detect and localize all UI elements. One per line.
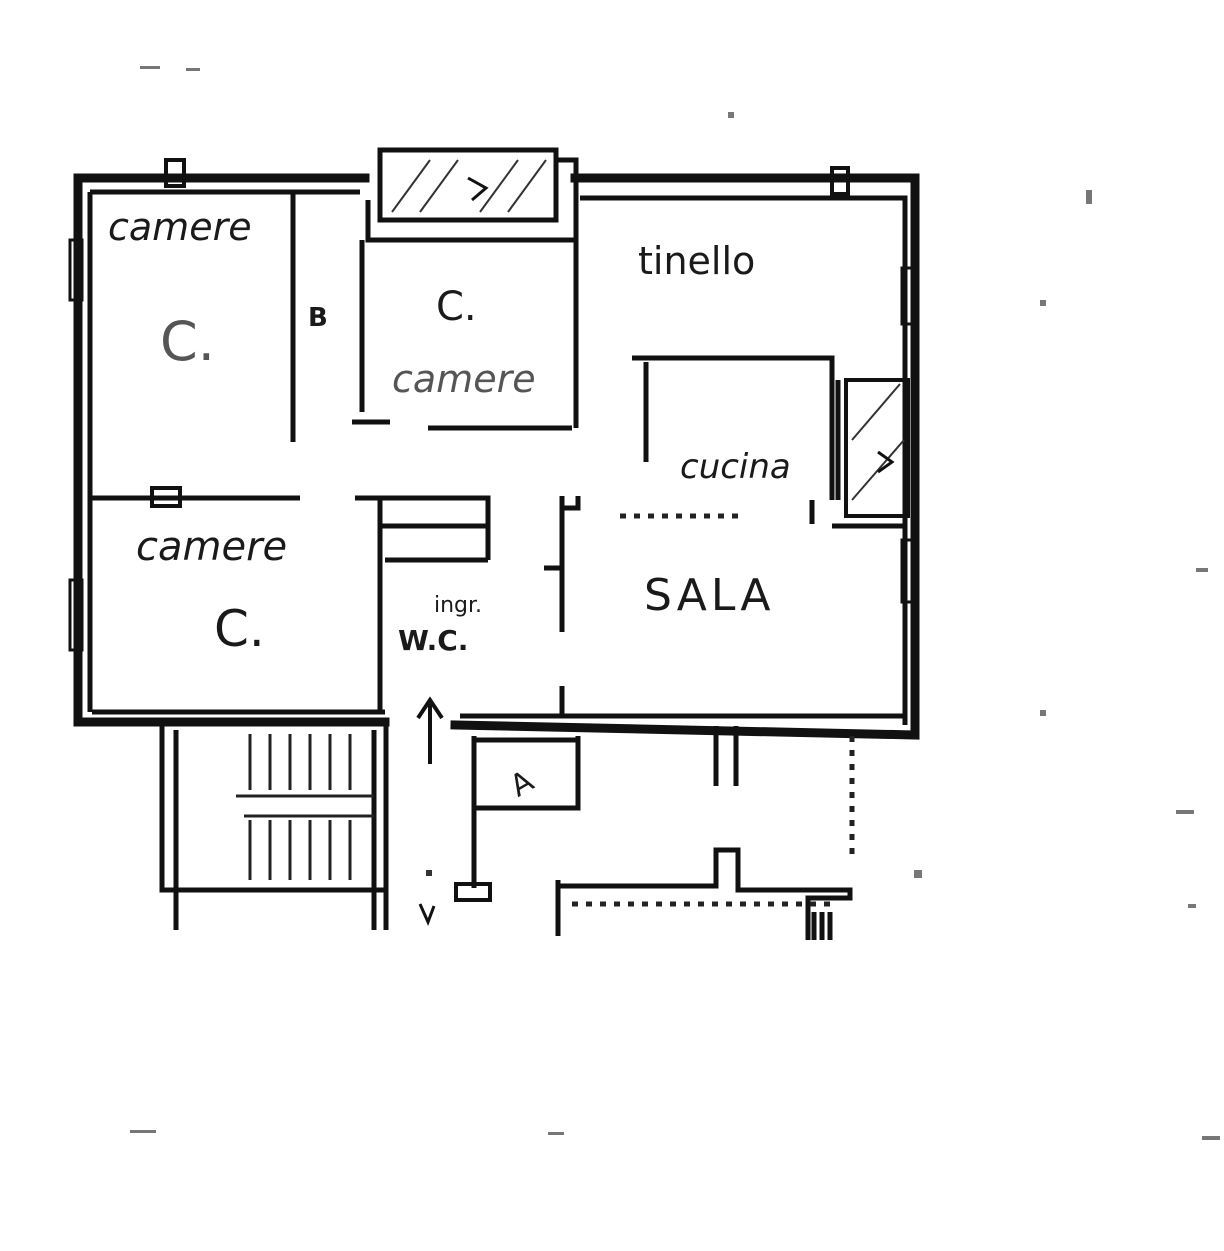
interior-walls	[92, 192, 905, 716]
staircase	[159, 722, 389, 930]
label-c-bottom-left: C.	[214, 600, 265, 658]
windows	[68, 158, 918, 652]
label-bath: B	[308, 303, 328, 333]
label-bedroom-top-mid: camere	[392, 357, 536, 401]
label-c-top-mid: C.	[436, 284, 477, 330]
balcony-top	[365, 147, 579, 243]
label-tinello: tinello	[638, 239, 755, 283]
label-entrance: ingr.	[434, 593, 482, 618]
landing	[454, 726, 855, 940]
scan-noise	[130, 66, 1220, 1140]
label-c-top-left: C.	[160, 310, 215, 373]
label-living-room: SALA	[644, 570, 774, 621]
label-wc: W.C.	[398, 624, 468, 657]
label-bedroom-top-left: camere	[108, 205, 252, 249]
room-labels: camere C. B C. camere tinello cucina cam…	[108, 205, 791, 804]
label-stair-a: A	[504, 764, 540, 805]
label-bedroom-bottom-left: camere	[136, 524, 287, 570]
entrance-arrow	[416, 696, 444, 926]
balcony-right	[844, 378, 910, 518]
label-kitchen: cucina	[680, 447, 791, 487]
outer-walls	[73, 173, 920, 740]
